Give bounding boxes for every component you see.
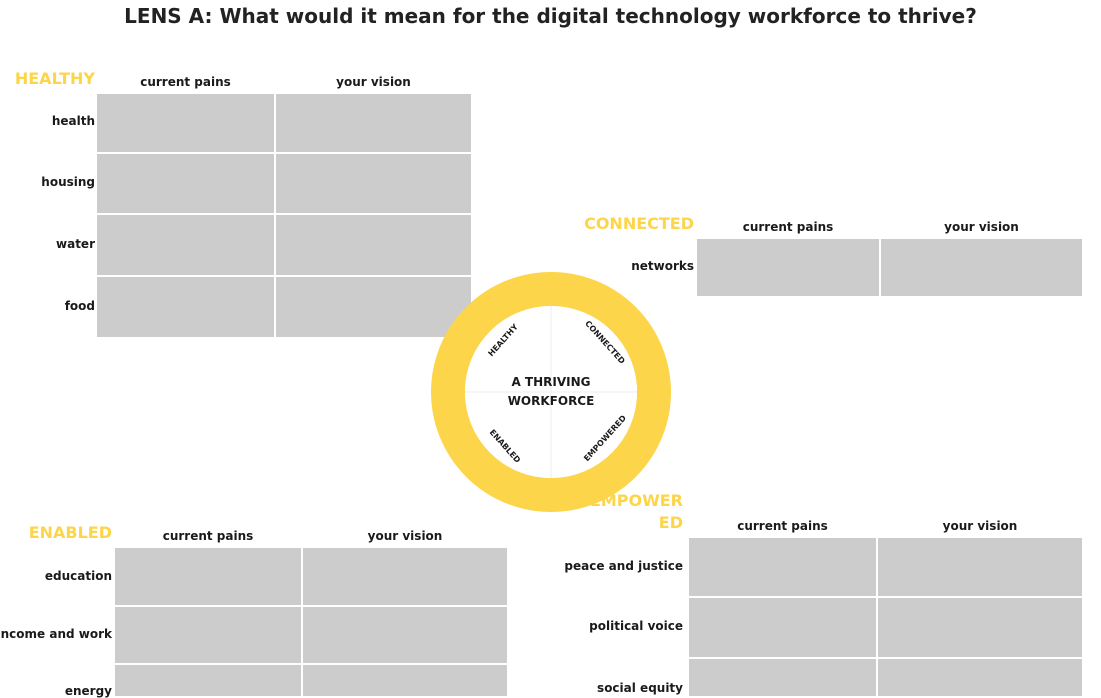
empowered-vision-header: your vision	[942, 519, 1018, 533]
healthy-pains-cell[interactable]	[97, 277, 274, 337]
enabled-vision-cell[interactable]	[303, 548, 507, 605]
healthy-vision-cell[interactable]	[276, 277, 471, 337]
connected-pains-cell[interactable]	[697, 239, 879, 296]
empowered-title: EMPOWERED	[589, 491, 683, 532]
enabled-pains-header: current pains	[162, 529, 254, 543]
empowered-pains-cell[interactable]	[689, 659, 876, 696]
enabled-vision-header: your vision	[367, 529, 443, 543]
connected-vision-cell[interactable]	[881, 239, 1082, 296]
healthy-pains-cell[interactable]	[97, 94, 274, 152]
empowered-row-label: political voice	[589, 619, 683, 633]
empowered-row-label: social equity	[597, 681, 683, 695]
enabled-row-label: education	[44, 569, 112, 583]
connected-title: CONNECTED	[584, 214, 694, 233]
healthy-pains-cell[interactable]	[97, 215, 274, 275]
healthy-row-label: water	[56, 237, 95, 251]
empowered-vision-cell[interactable]	[878, 598, 1082, 657]
empowered-vision-cell[interactable]	[878, 659, 1082, 696]
healthy-pains-header: current pains	[140, 75, 231, 89]
wheel-ring	[431, 272, 671, 512]
page-title: LENS A: What would it mean for the digit…	[124, 4, 977, 28]
enabled-vision-cell[interactable]	[303, 607, 507, 663]
enabled-pains-cell[interactable]	[115, 607, 301, 663]
empowered-vision-cell[interactable]	[878, 538, 1082, 596]
empowered-row-label: peace and justice	[564, 559, 683, 573]
healthy-row-label: housing	[41, 175, 95, 189]
healthy-pains-cell[interactable]	[97, 154, 274, 213]
healthy-title: HEALTHY	[14, 69, 95, 88]
enabled-pains-cell[interactable]	[115, 548, 301, 605]
healthy-row-label: food	[64, 299, 95, 313]
empowered-pains-cell[interactable]	[689, 538, 876, 596]
wheel-center-line2: WORKFORCE	[508, 394, 595, 408]
healthy-vision-header: your vision	[336, 75, 411, 89]
healthy-row-label: health	[51, 114, 95, 128]
empowered-pains-cell[interactable]	[689, 598, 876, 657]
enabled-pains-cell[interactable]	[115, 665, 301, 696]
enabled-row-label: income and work	[0, 627, 112, 641]
enabled-vision-cell[interactable]	[303, 665, 507, 696]
connected-pains-header: current pains	[742, 220, 834, 234]
connected-row-label: networks	[631, 259, 694, 273]
wheel-center-line1: A THRIVING	[511, 375, 590, 389]
healthy-vision-cell[interactable]	[276, 215, 471, 275]
healthy-vision-cell[interactable]	[276, 94, 471, 152]
enabled-row-label: energy	[64, 684, 112, 698]
empowered-pains-header: current pains	[737, 519, 828, 533]
enabled-title: ENABLED	[28, 523, 112, 542]
connected-vision-header: your vision	[944, 220, 1019, 234]
thriving-wheel: HEALTHY CONNECTED ENABLED EMPOWERED A TH…	[431, 272, 671, 512]
healthy-vision-cell[interactable]	[276, 154, 471, 213]
